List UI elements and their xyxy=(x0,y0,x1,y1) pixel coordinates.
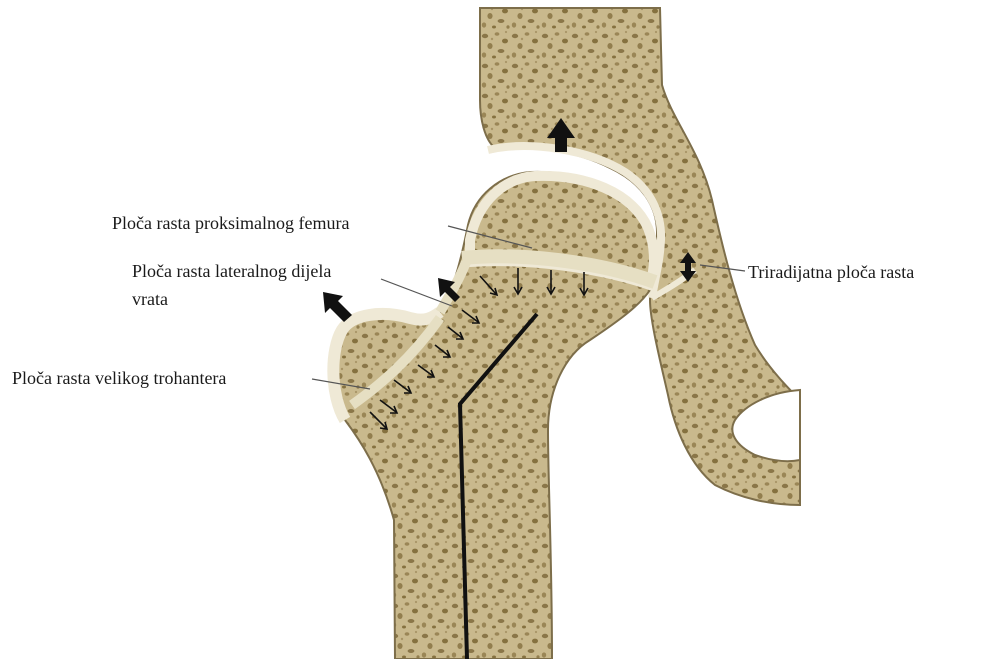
label-triradiate-plate: Triradijatna ploča rasta xyxy=(748,261,914,283)
arrow-trochanter-large xyxy=(323,292,352,322)
femur xyxy=(333,172,656,659)
label-lateral-neck-plate: Ploča rasta lateralnog dijela xyxy=(132,260,331,282)
label-lateral-neck-plate-line2: vrata xyxy=(132,288,168,310)
label-greater-trochanter-plate: Ploča rasta velikog trohantera xyxy=(12,367,226,389)
label-proximal-femur-plate: Ploča rasta proksimalnog femura xyxy=(112,212,349,234)
